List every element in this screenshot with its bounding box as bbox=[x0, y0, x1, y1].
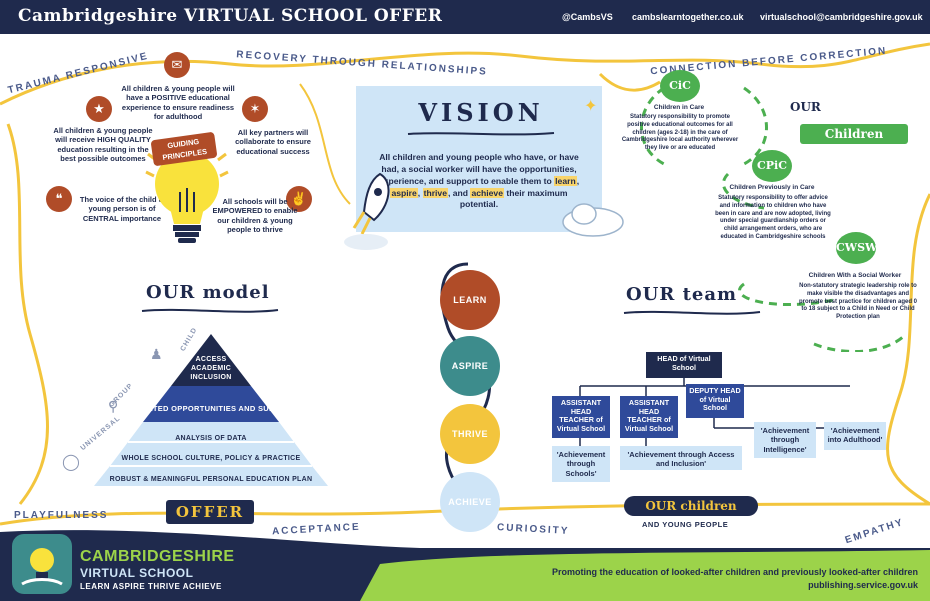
children-banner: Children bbox=[800, 124, 908, 144]
rocket-icon bbox=[344, 172, 390, 250]
logo-tagline: LEARN ASPIRE THRIVE ACHIEVE bbox=[80, 582, 222, 591]
vision-statement: All children and young people who have, … bbox=[378, 152, 580, 210]
logo-title: CAMBRIDGESHIRE bbox=[80, 548, 235, 565]
cic-description: Statutory responsibility to promote posi… bbox=[621, 114, 739, 152]
person-icon: ♟ bbox=[150, 346, 163, 362]
email-link[interactable]: virtualschool@cambridgeshire.gov.uk bbox=[760, 12, 923, 22]
sparkle-icon: ✶ bbox=[242, 96, 268, 122]
footer-promo: Promoting the education of looked-after … bbox=[551, 567, 918, 577]
org-assistant-1: ASSISTANT HEAD TEACHER of Virtual School bbox=[552, 396, 610, 438]
header-bar: Cambridgeshire VIRTUAL SCHOOL OFFER @Cam… bbox=[0, 0, 930, 34]
cic-badge: CiC bbox=[660, 70, 700, 102]
cwsw-heading: Children With a Social Worker bbox=[808, 272, 902, 279]
team-underline bbox=[623, 310, 761, 315]
young-people-label: AND YOUNG PEOPLE bbox=[642, 520, 729, 529]
vision-underline bbox=[407, 132, 555, 136]
model-underline bbox=[141, 308, 279, 313]
pyramid-chart bbox=[94, 334, 328, 486]
quote-adulthood: 'Achievement into Adulthood' bbox=[824, 422, 886, 450]
pyramid-level-culture: WHOLE SCHOOL CULTURE, POLICY & PRACTICE bbox=[121, 455, 301, 462]
cpic-heading: Children Previously in Care bbox=[729, 184, 815, 191]
decorative-curves bbox=[0, 42, 930, 526]
cpic-description: Statutory responsibility to offer advice… bbox=[715, 195, 831, 240]
our-children-label: OUR children bbox=[645, 499, 737, 513]
value-playfulness: PLAYFULNESS bbox=[14, 510, 109, 521]
handshake-icon: ✌ bbox=[286, 186, 312, 212]
website-link[interactable]: cambslearntogether.co.uk bbox=[632, 12, 744, 22]
cloud-icon bbox=[562, 203, 624, 237]
pyramid-level-targeted: TARGETED OPPORTUNITIES AND SUPPORT bbox=[125, 404, 297, 413]
step-thrive: THRIVE bbox=[440, 404, 500, 464]
award-icon: ★ bbox=[86, 96, 112, 122]
org-assistant-2: ASSISTANT HEAD TEACHER of Virtual School bbox=[620, 396, 678, 438]
cwsw-badge: CWSW bbox=[836, 232, 877, 264]
cpic-badge: CPiC bbox=[752, 150, 792, 182]
principle-empowered: All schools will be EMPOWERED to enable … bbox=[212, 197, 298, 235]
principle-voice: The voice of the child & young person is… bbox=[79, 195, 165, 223]
page-title: Cambridgeshire VIRTUAL SCHOOL OFFER bbox=[18, 6, 443, 26]
children-title: Children bbox=[824, 127, 884, 141]
cic-heading: Children in Care bbox=[653, 104, 705, 111]
principle-high-quality: All children & young people will receive… bbox=[53, 126, 153, 164]
pyramid-level-pep: ROBUST & MEANINGFUL PERSONAL EDUCATION P… bbox=[109, 476, 313, 483]
offer-banner: OFFER bbox=[166, 500, 254, 524]
principle-partners: All key partners will collaborate to ens… bbox=[235, 128, 311, 156]
quote-schools: 'Achievement through Schools' bbox=[552, 446, 610, 482]
logo-bulb-icon bbox=[21, 548, 63, 586]
model-title: OUR model bbox=[146, 282, 270, 303]
offer-label: OFFER bbox=[175, 503, 245, 521]
children-title-our: OUR bbox=[790, 100, 821, 114]
org-deputy: DEPUTY HEAD of Virtual School bbox=[686, 384, 744, 418]
principle-positive: All children & young people will have a … bbox=[121, 84, 235, 122]
twitter-handle[interactable]: @CambsVS bbox=[562, 12, 613, 22]
vision-panel: VISION All children and young people who… bbox=[356, 86, 602, 232]
vision-title: VISION bbox=[418, 98, 544, 127]
org-head: HEAD of Virtual School bbox=[646, 352, 722, 378]
footer-publisher-link[interactable]: publishing.service.gov.uk bbox=[808, 580, 918, 590]
step-learn: LEARN bbox=[440, 270, 500, 330]
pyramid-labels: ACCESS ACADEMIC INCLUSION TARGETED OPPOR… bbox=[80, 334, 342, 486]
step-aspire: ASPIRE bbox=[440, 336, 500, 396]
team-title: OUR team bbox=[626, 284, 738, 305]
our-children-banner: OUR children bbox=[624, 496, 758, 516]
step-achieve: ACHIEVE bbox=[440, 472, 500, 532]
quote-intelligence: 'Achievement through Intelligence' bbox=[754, 422, 816, 458]
globe-icon: ◯ bbox=[62, 454, 80, 471]
star-icon: ✦ bbox=[584, 98, 598, 115]
footer-band bbox=[0, 530, 930, 601]
cwsw-description: Non-statutory strategic leadership role … bbox=[798, 283, 918, 321]
pyramid-level-access: ACCESS ACADEMIC INCLUSION bbox=[190, 356, 232, 381]
chat-icon: ✉ bbox=[164, 52, 190, 78]
logo-subtitle: VIRTUAL SCHOOL bbox=[80, 566, 194, 580]
pyramid-level-analysis: ANALYSIS OF DATA bbox=[175, 435, 247, 442]
cohort-dashes bbox=[640, 86, 906, 352]
quote-access: 'Achievement through Access and Inclusio… bbox=[620, 446, 742, 470]
logo-badge bbox=[12, 534, 72, 594]
location-pin-icon: ⚲ bbox=[108, 398, 119, 414]
speech-icon: ❝ bbox=[46, 186, 72, 212]
